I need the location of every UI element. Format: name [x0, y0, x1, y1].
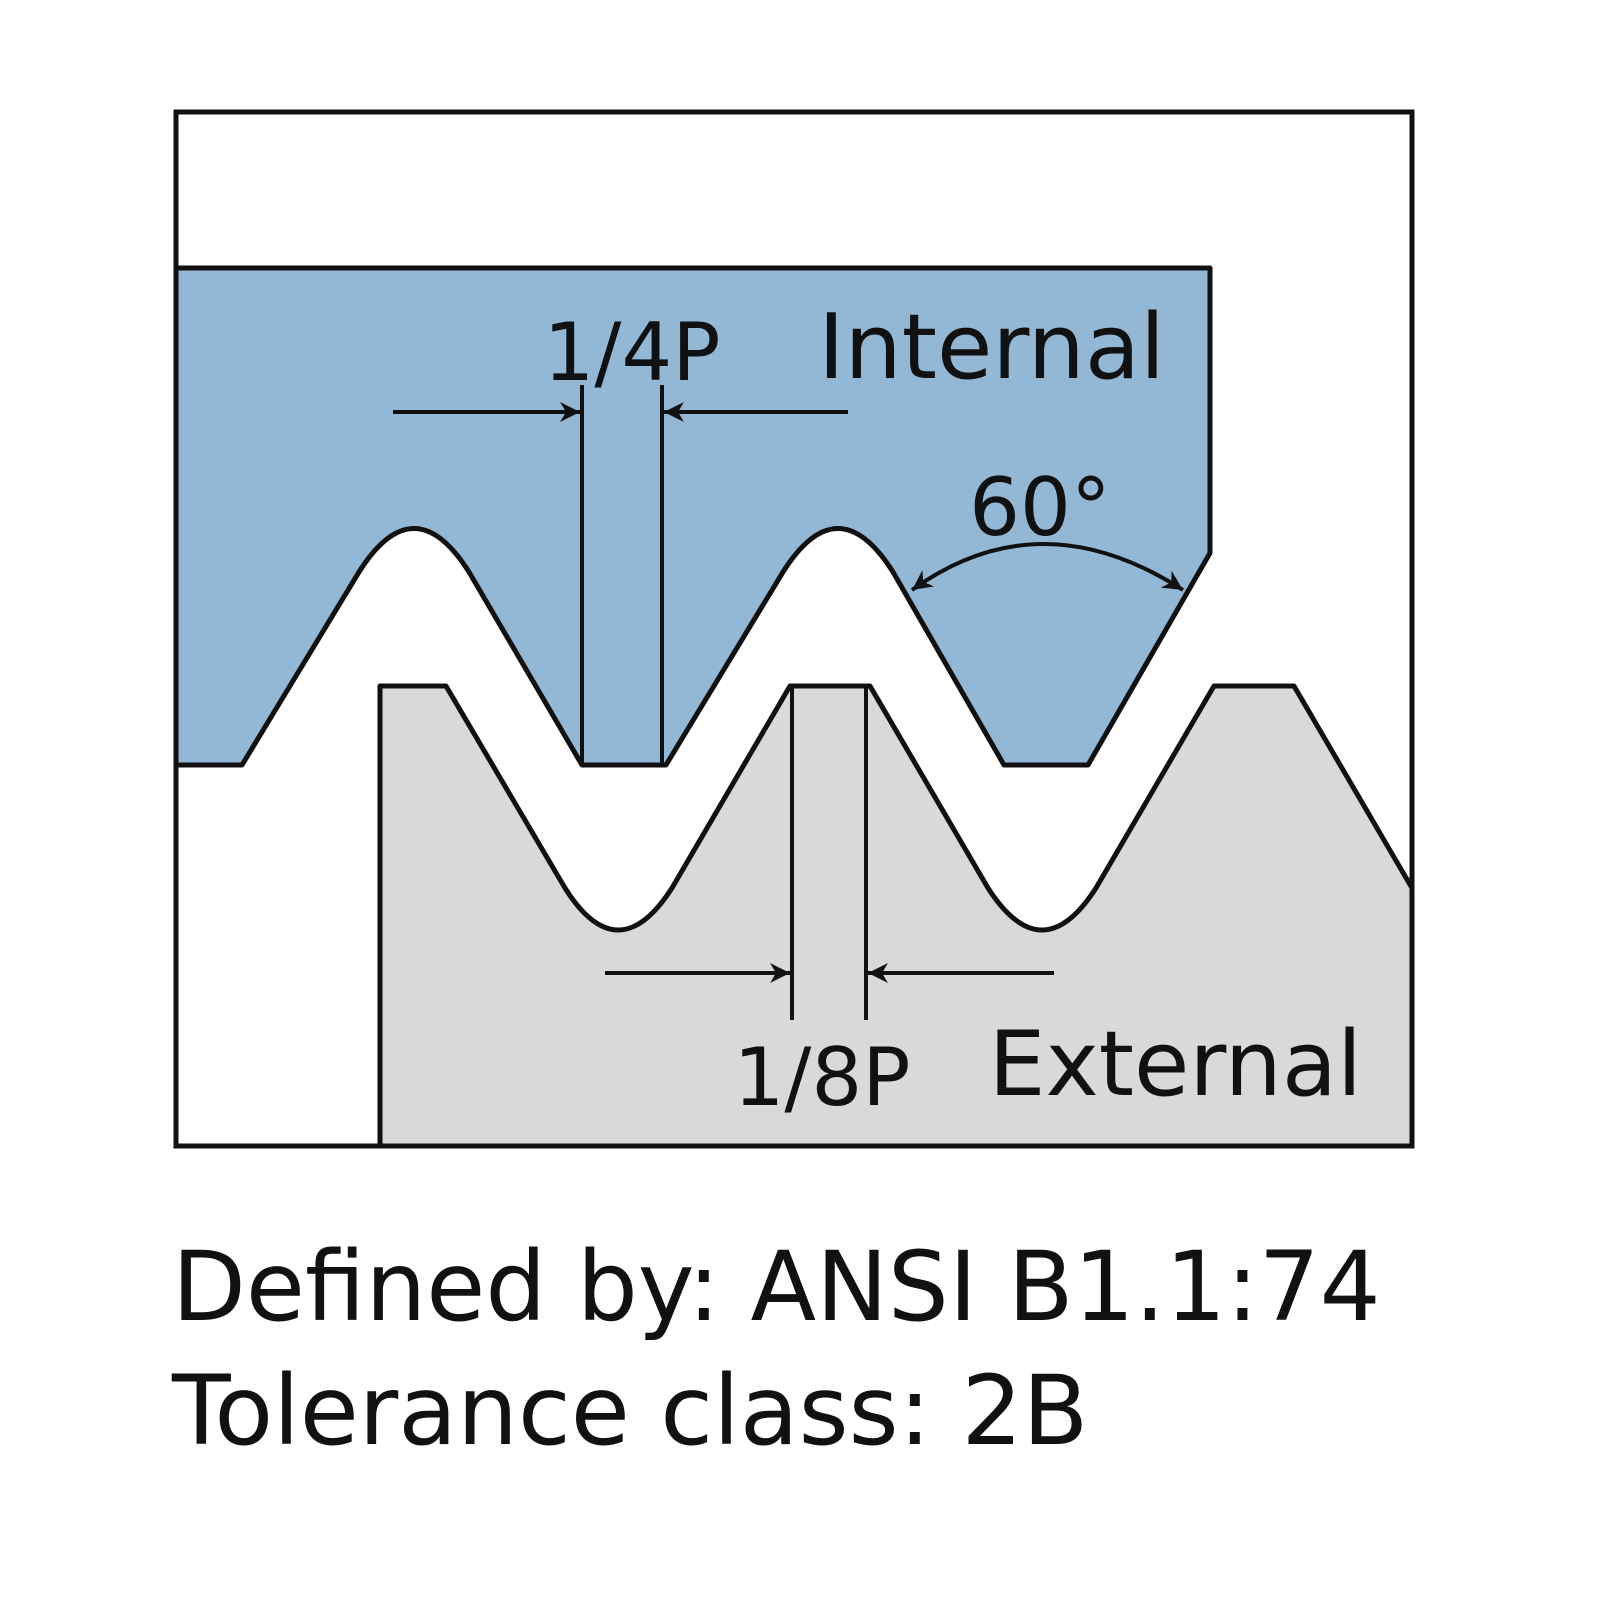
external-label: External [989, 1012, 1362, 1117]
root-dim-label: 1/4P [544, 306, 721, 399]
caption: Defined by: ANSI B1.1:74 Tolerance class… [172, 1225, 1381, 1473]
angle-arc [910, 542, 1185, 592]
standard-line: Defined by: ANSI B1.1:74 [172, 1231, 1381, 1343]
tolerance-line: Tolerance class: 2B [172, 1355, 1089, 1467]
external-thread-region [377, 683, 1415, 1149]
angle-label: 60° [969, 461, 1111, 554]
internal-thread-region [173, 265, 1213, 768]
crest-dim-label: 1/8P [734, 1031, 911, 1124]
internal-label: Internal [818, 295, 1165, 400]
